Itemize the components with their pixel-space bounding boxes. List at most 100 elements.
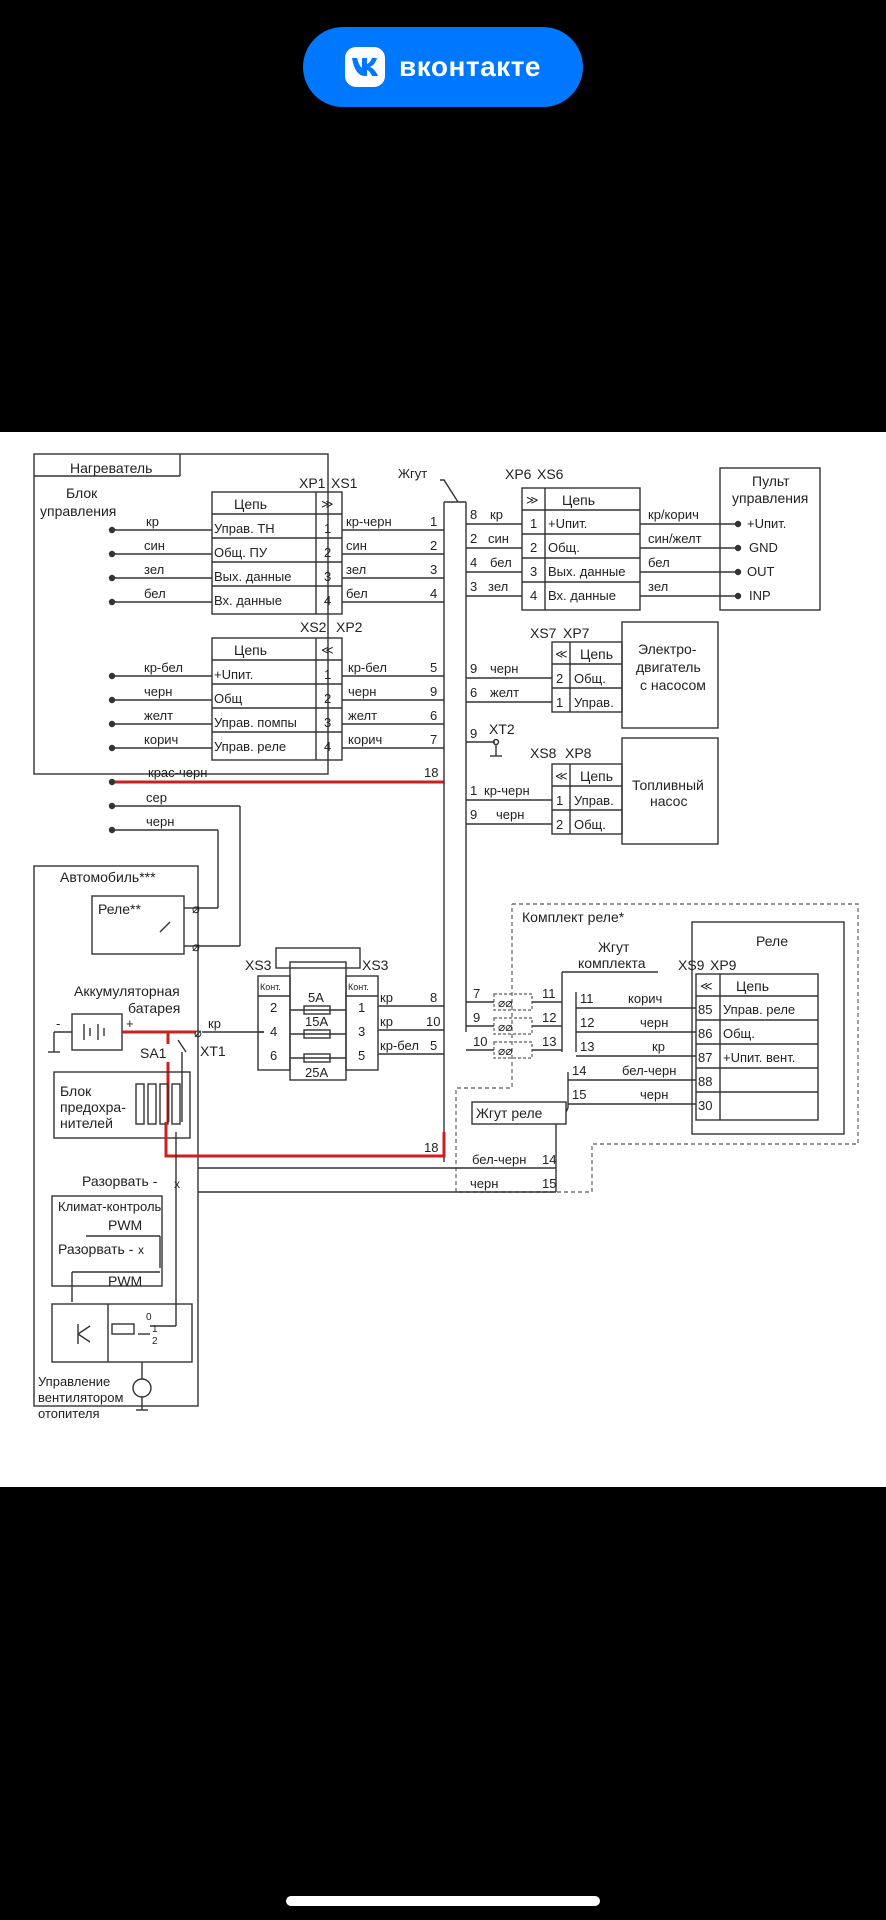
svg-text:черн: черн (144, 684, 172, 699)
svg-text:1: 1 (556, 695, 563, 710)
svg-text:≪: ≪ (321, 643, 334, 657)
svg-text:Цепь: Цепь (580, 646, 613, 662)
svg-text:x: x (138, 1243, 144, 1257)
svg-text:бел-черн: бел-черн (622, 1063, 676, 1078)
svg-text:XP1: XP1 (299, 475, 326, 491)
svg-text:корич: корич (144, 732, 178, 747)
svg-text:4: 4 (324, 739, 331, 754)
svg-text:Управ.: Управ. (574, 695, 614, 710)
svg-text:зел: зел (648, 579, 668, 594)
svg-text:Топливный: Топливный (632, 777, 704, 793)
svg-text:Комплект реле*: Комплект реле* (522, 909, 625, 925)
vk-logo-icon (345, 47, 386, 87)
svg-text:Управление: Управление (38, 1374, 110, 1389)
svg-text:2: 2 (152, 1336, 158, 1347)
svg-text:13: 13 (580, 1039, 594, 1054)
svg-text:Блок: Блок (60, 1083, 92, 1099)
svg-text:14: 14 (572, 1063, 586, 1078)
svg-text:-: - (56, 1016, 60, 1031)
svg-text:батарея: батарея (128, 1000, 180, 1016)
svg-text:кр-бел: кр-бел (380, 1038, 419, 1053)
svg-text:син: син (144, 538, 165, 553)
svg-text:Общ: Общ (214, 691, 243, 706)
svg-text:вентилятором: вентилятором (38, 1390, 124, 1405)
svg-text:кр: кр (208, 1016, 221, 1031)
svg-text:2: 2 (324, 691, 331, 706)
vk-header-button[interactable]: вконтакте (303, 27, 583, 107)
svg-text:Конт.: Конт. (260, 982, 281, 992)
svg-text:11: 11 (542, 986, 556, 1001)
svg-text:корич: корич (628, 991, 662, 1006)
svg-text:Конт.: Конт. (348, 982, 369, 992)
svg-text:7: 7 (430, 732, 437, 747)
svg-text:4: 4 (324, 593, 331, 608)
svg-text:XP7: XP7 (563, 625, 590, 641)
svg-text:кр: кр (380, 1014, 393, 1029)
svg-text:0: 0 (146, 1312, 152, 1323)
svg-text:XS9: XS9 (678, 957, 705, 973)
svg-text:Автомобиль***: Автомобиль*** (60, 869, 156, 885)
svg-text:1: 1 (530, 516, 537, 531)
svg-text:син/желт: син/желт (648, 531, 702, 546)
svg-text:9: 9 (470, 726, 477, 741)
svg-text:x: x (174, 1177, 180, 1191)
connector-xs7: XS7 XP7 ≪ Цепь 2 1 Общ. Управ. 9 черн 6 … (466, 621, 719, 729)
svg-text:Электро-: Электро- (638, 641, 697, 657)
svg-text:двигатель: двигатель (636, 659, 701, 675)
svg-text:2: 2 (556, 671, 563, 686)
svg-text:Жгут реле: Жгут реле (476, 1105, 543, 1121)
svg-text:Разорвать -: Разорвать - (82, 1173, 158, 1189)
svg-text:5A: 5A (308, 990, 324, 1005)
svg-text:OUT: OUT (747, 564, 775, 579)
svg-text:корич: корич (348, 732, 382, 747)
svg-text:9: 9 (470, 807, 477, 822)
svg-text:нителей: нителей (60, 1115, 113, 1131)
svg-text:3: 3 (324, 569, 331, 584)
svg-text:XT1: XT1 (200, 1043, 226, 1059)
connector-xp6: XP6 XS6 ≫ Цепь 1 2 3 4 +Uпит. Общ. Вых. … (466, 466, 786, 611)
home-indicator[interactable] (286, 1896, 600, 1906)
svg-text:4: 4 (530, 588, 537, 603)
svg-text:Управ.: Управ. (574, 793, 614, 808)
svg-text:≪: ≪ (555, 769, 568, 783)
svg-text:Общ.: Общ. (574, 817, 606, 832)
svg-text:2: 2 (324, 545, 331, 560)
svg-text:XT2: XT2 (489, 721, 515, 737)
svg-text:⌀: ⌀ (192, 939, 200, 954)
svg-text:Цепь: Цепь (234, 642, 267, 658)
svg-text:кр-черн: кр-черн (484, 783, 530, 798)
svg-text:Вх. данные: Вх. данные (548, 588, 616, 603)
svg-text:2: 2 (270, 1000, 277, 1015)
svg-text:черн: черн (470, 1176, 498, 1191)
svg-text:черн: черн (640, 1087, 668, 1102)
svg-text:Блок: Блок (66, 485, 98, 501)
svg-text:бел: бел (346, 586, 368, 601)
svg-text:+Uпит.: +Uпит. (214, 667, 253, 682)
svg-text:XS7: XS7 (530, 625, 557, 641)
svg-text:9: 9 (473, 1010, 480, 1025)
svg-text:PWM: PWM (108, 1217, 142, 1233)
svg-text:+Uпит.: +Uпит. (548, 516, 587, 531)
svg-text:1: 1 (324, 521, 331, 536)
svg-text:Управ. реле: Управ. реле (214, 739, 286, 754)
svg-text:4: 4 (430, 586, 437, 601)
svg-text:Цепь: Цепь (580, 768, 613, 784)
svg-text:черн: черн (348, 684, 376, 699)
svg-text:комплекта: комплекта (578, 955, 646, 971)
svg-text:управления: управления (732, 490, 808, 506)
svg-text:10: 10 (473, 1034, 487, 1049)
svg-text:XS1: XS1 (331, 475, 358, 491)
connector-xs8: XS8 XP8 ≪ Цепь 1 2 Управ. Общ. 1 кр-черн… (466, 737, 719, 845)
svg-text:Цепь: Цепь (562, 492, 595, 508)
svg-text:25A: 25A (305, 1065, 328, 1080)
svg-text:2: 2 (556, 817, 563, 832)
svg-text:⌀⌀: ⌀⌀ (498, 996, 512, 1010)
svg-text:12: 12 (580, 1015, 594, 1030)
svg-text:14: 14 (542, 1152, 556, 1167)
svg-text:15: 15 (572, 1087, 586, 1102)
svg-text:INP: INP (749, 588, 771, 603)
svg-text:1: 1 (324, 667, 331, 682)
svg-text:син: син (346, 538, 367, 553)
svg-text:черн: черн (640, 1015, 668, 1030)
svg-text:кр-бел: кр-бел (348, 660, 387, 675)
